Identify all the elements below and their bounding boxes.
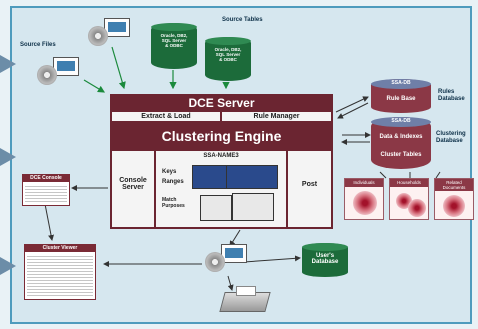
screenshot-3 — [200, 195, 232, 221]
left-arrow-bottom — [0, 257, 16, 275]
ranges-label: Ranges — [162, 179, 184, 185]
dce-console-window: DCE Console — [22, 174, 70, 206]
post-cell: Post — [287, 150, 332, 228]
cluster-viewer-window: Cluster Viewer — [24, 244, 96, 300]
clustering-database-label: Clustering Database — [436, 131, 466, 144]
related-documents-box: Related Documents — [434, 178, 474, 220]
clustering-engine-title: Clustering Engine — [111, 122, 332, 150]
source-db-1: Oracle, DB2, SQL Server & ODBC — [151, 23, 197, 69]
left-arrow-middle — [0, 148, 16, 166]
ssa-name3-label: SSA-NAME3 — [203, 153, 239, 159]
printer-paper — [236, 286, 256, 296]
console-server-cell: Console Server — [111, 150, 155, 228]
clustering-ssa-db: SSA-DB Data & Indexes Cluster Tables — [371, 117, 431, 169]
rules-ssa-db: SSA-DB Rule Base — [371, 79, 431, 113]
users-database: User's Database — [302, 243, 348, 277]
rule-manager-cell: Rule Manager — [221, 111, 332, 122]
individuals-box: Individuals — [344, 178, 384, 220]
left-arrow-top — [0, 55, 16, 73]
source-files-label: Source Files — [20, 42, 56, 48]
screenshot-2 — [226, 165, 278, 189]
extract-load-cell: Extract & Load — [111, 111, 221, 122]
match-purposes-label: Match Purposes — [162, 197, 185, 209]
ssa-name3-cell: SSA-NAME3 Keys Ranges Match Purposes — [155, 150, 287, 228]
source-tables-label: Source Tables — [222, 17, 263, 23]
source-computer-2 — [35, 57, 79, 87]
rules-database-label: Rules Database — [438, 89, 465, 102]
screenshot-4 — [232, 193, 274, 221]
bottom-computer — [203, 244, 247, 274]
households-box: Households — [389, 178, 429, 220]
dce-server: DCE Server Extract & Load Rule Manager C… — [110, 94, 333, 229]
keys-label: Keys — [162, 169, 177, 175]
dce-server-title: DCE Server — [111, 95, 332, 111]
screenshot-1 — [192, 165, 228, 189]
source-computer-1 — [86, 18, 130, 48]
source-db-2: Oracle, DB2, SQL Server & ODBC — [205, 37, 251, 81]
